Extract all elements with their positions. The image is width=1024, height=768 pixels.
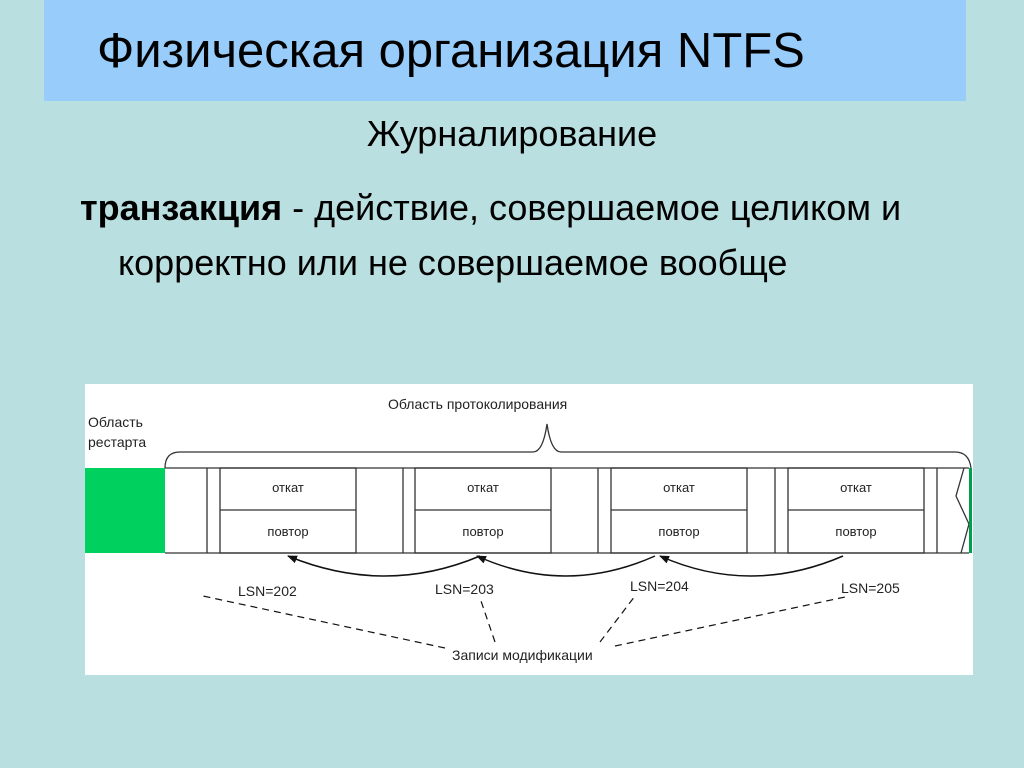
pointer-lsn-203 [479,597,496,643]
record-1: откат повтор [206,467,357,554]
restart-area-label-line1: Область [88,414,143,430]
pointer-lsn-202 [202,595,446,649]
record-4-undo-label: откат [840,480,872,495]
record-4: откат повтор [787,467,925,554]
log-strip-end [955,467,970,554]
record-3: откат повтор [610,467,748,554]
lsn-202-label: LSN=202 [238,583,297,599]
record-2-redo-label: повтор [462,524,503,539]
pointer-lsn-204 [599,595,636,643]
record-3-redo-label: повтор [658,524,699,539]
backlink-arrow-4-to-3 [659,555,844,577]
log-diagram: Область рестарта Область протоколировани… [85,384,973,675]
backlink-arrow-2-to-1 [287,555,481,577]
record-1-undo-label: откат [272,480,304,495]
slide-title: Физическая организация NTFS [97,24,805,78]
definition-text: - действие, совершаемое целиком и коррек… [118,187,902,283]
record-4-redo-label: повтор [835,524,876,539]
title-bar [44,0,966,101]
term: транзакция [80,187,283,228]
logging-area-brace [164,423,972,469]
lsn-205-label: LSN=205 [841,580,900,596]
log-diagram-svg: Область рестарта Область протоколировани… [85,396,972,663]
restart-area-label-line2: рестарта [88,434,146,450]
log-strip-end-mark [969,468,972,553]
record-2-undo-label: откат [467,480,499,495]
record-2: откат повтор [414,467,552,554]
pointer-lsn-205 [614,596,846,647]
definition-paragraph: транзакция - действие, совершаемое целик… [80,180,978,290]
logging-area-label: Область протоколирования [388,396,567,412]
lsn-204-label: LSN=204 [630,578,689,594]
modification-records-label: Записи модификации [452,647,593,663]
record-1-redo-label: повтор [267,524,308,539]
slide-subtitle: Журналирование [366,113,658,154]
backlink-arrow-3-to-2 [476,555,656,577]
restart-area-block [85,468,165,553]
lsn-203-label: LSN=203 [435,581,494,597]
record-3-undo-label: откат [663,480,695,495]
